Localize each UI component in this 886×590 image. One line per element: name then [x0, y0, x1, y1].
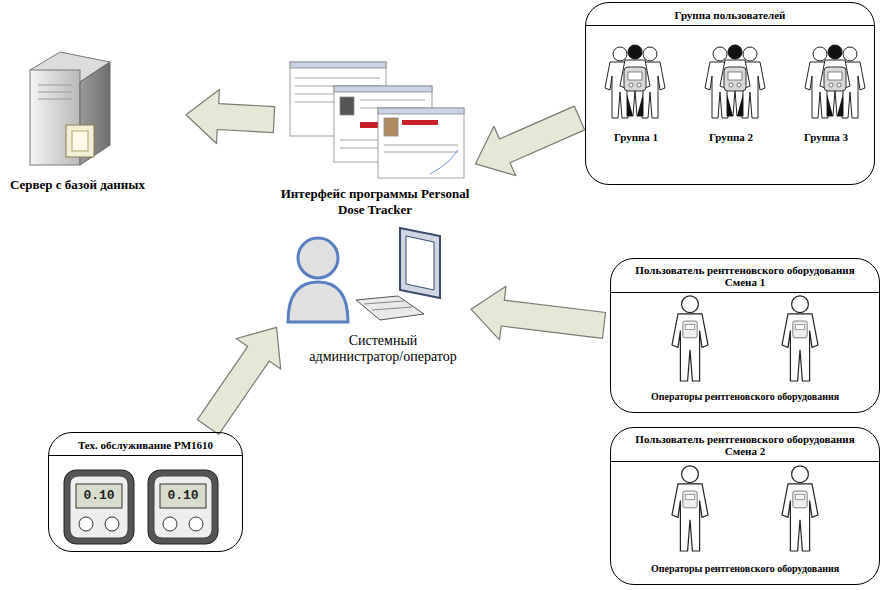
box-heading: Пользователь рентгеновского оборудования… — [611, 259, 879, 293]
block-arrow — [186, 90, 275, 144]
shift-box: Пользователь рентгеновского оборудования… — [610, 427, 880, 585]
maintenance-box: Тех. обслуживание PM1610 — [48, 432, 243, 552]
server-node: Сервер с базой данных — [8, 40, 180, 195]
operator-node: Системный администратор/оператор — [280, 222, 465, 367]
block-arrow — [471, 286, 606, 340]
box-heading: Тех. обслуживание PM1610 — [49, 433, 242, 456]
group-label: Группа 2 — [691, 131, 771, 143]
display-reading: 0.10 — [160, 488, 206, 503]
node-label: Системный администратор/оператор — [302, 333, 464, 365]
box-caption: Операторы рентгеновского оборудования — [611, 391, 879, 402]
block-arrow — [197, 327, 280, 434]
box-heading: Группа пользователей — [586, 3, 874, 26]
group-label: Группа 2 — [691, 131, 771, 151]
group-label: Группа 1 — [596, 131, 676, 143]
display-reading: 0.10 — [76, 488, 122, 503]
group-label: Группа 3 — [786, 131, 866, 143]
group-label: Группа 3 — [786, 131, 866, 151]
node-label: Интерфейс программы Personal Dose Tracke… — [280, 186, 470, 218]
box-caption: Операторы рентгеновского оборудования — [611, 563, 879, 574]
block-arrow — [476, 106, 585, 176]
shift-box: Пользователь рентгеновского оборудования… — [610, 258, 880, 413]
group-box: Группа пользователейГруппа 1 Группа 2 Груп… — [585, 2, 875, 185]
node-label: Сервер с базой данных — [10, 177, 180, 193]
program-node: Интерфейс программы Personal Dose Tracke… — [280, 55, 470, 220]
box-heading: Пользователь рентгеновского оборудования… — [611, 428, 879, 462]
group-label: Группа 1 — [596, 131, 676, 151]
